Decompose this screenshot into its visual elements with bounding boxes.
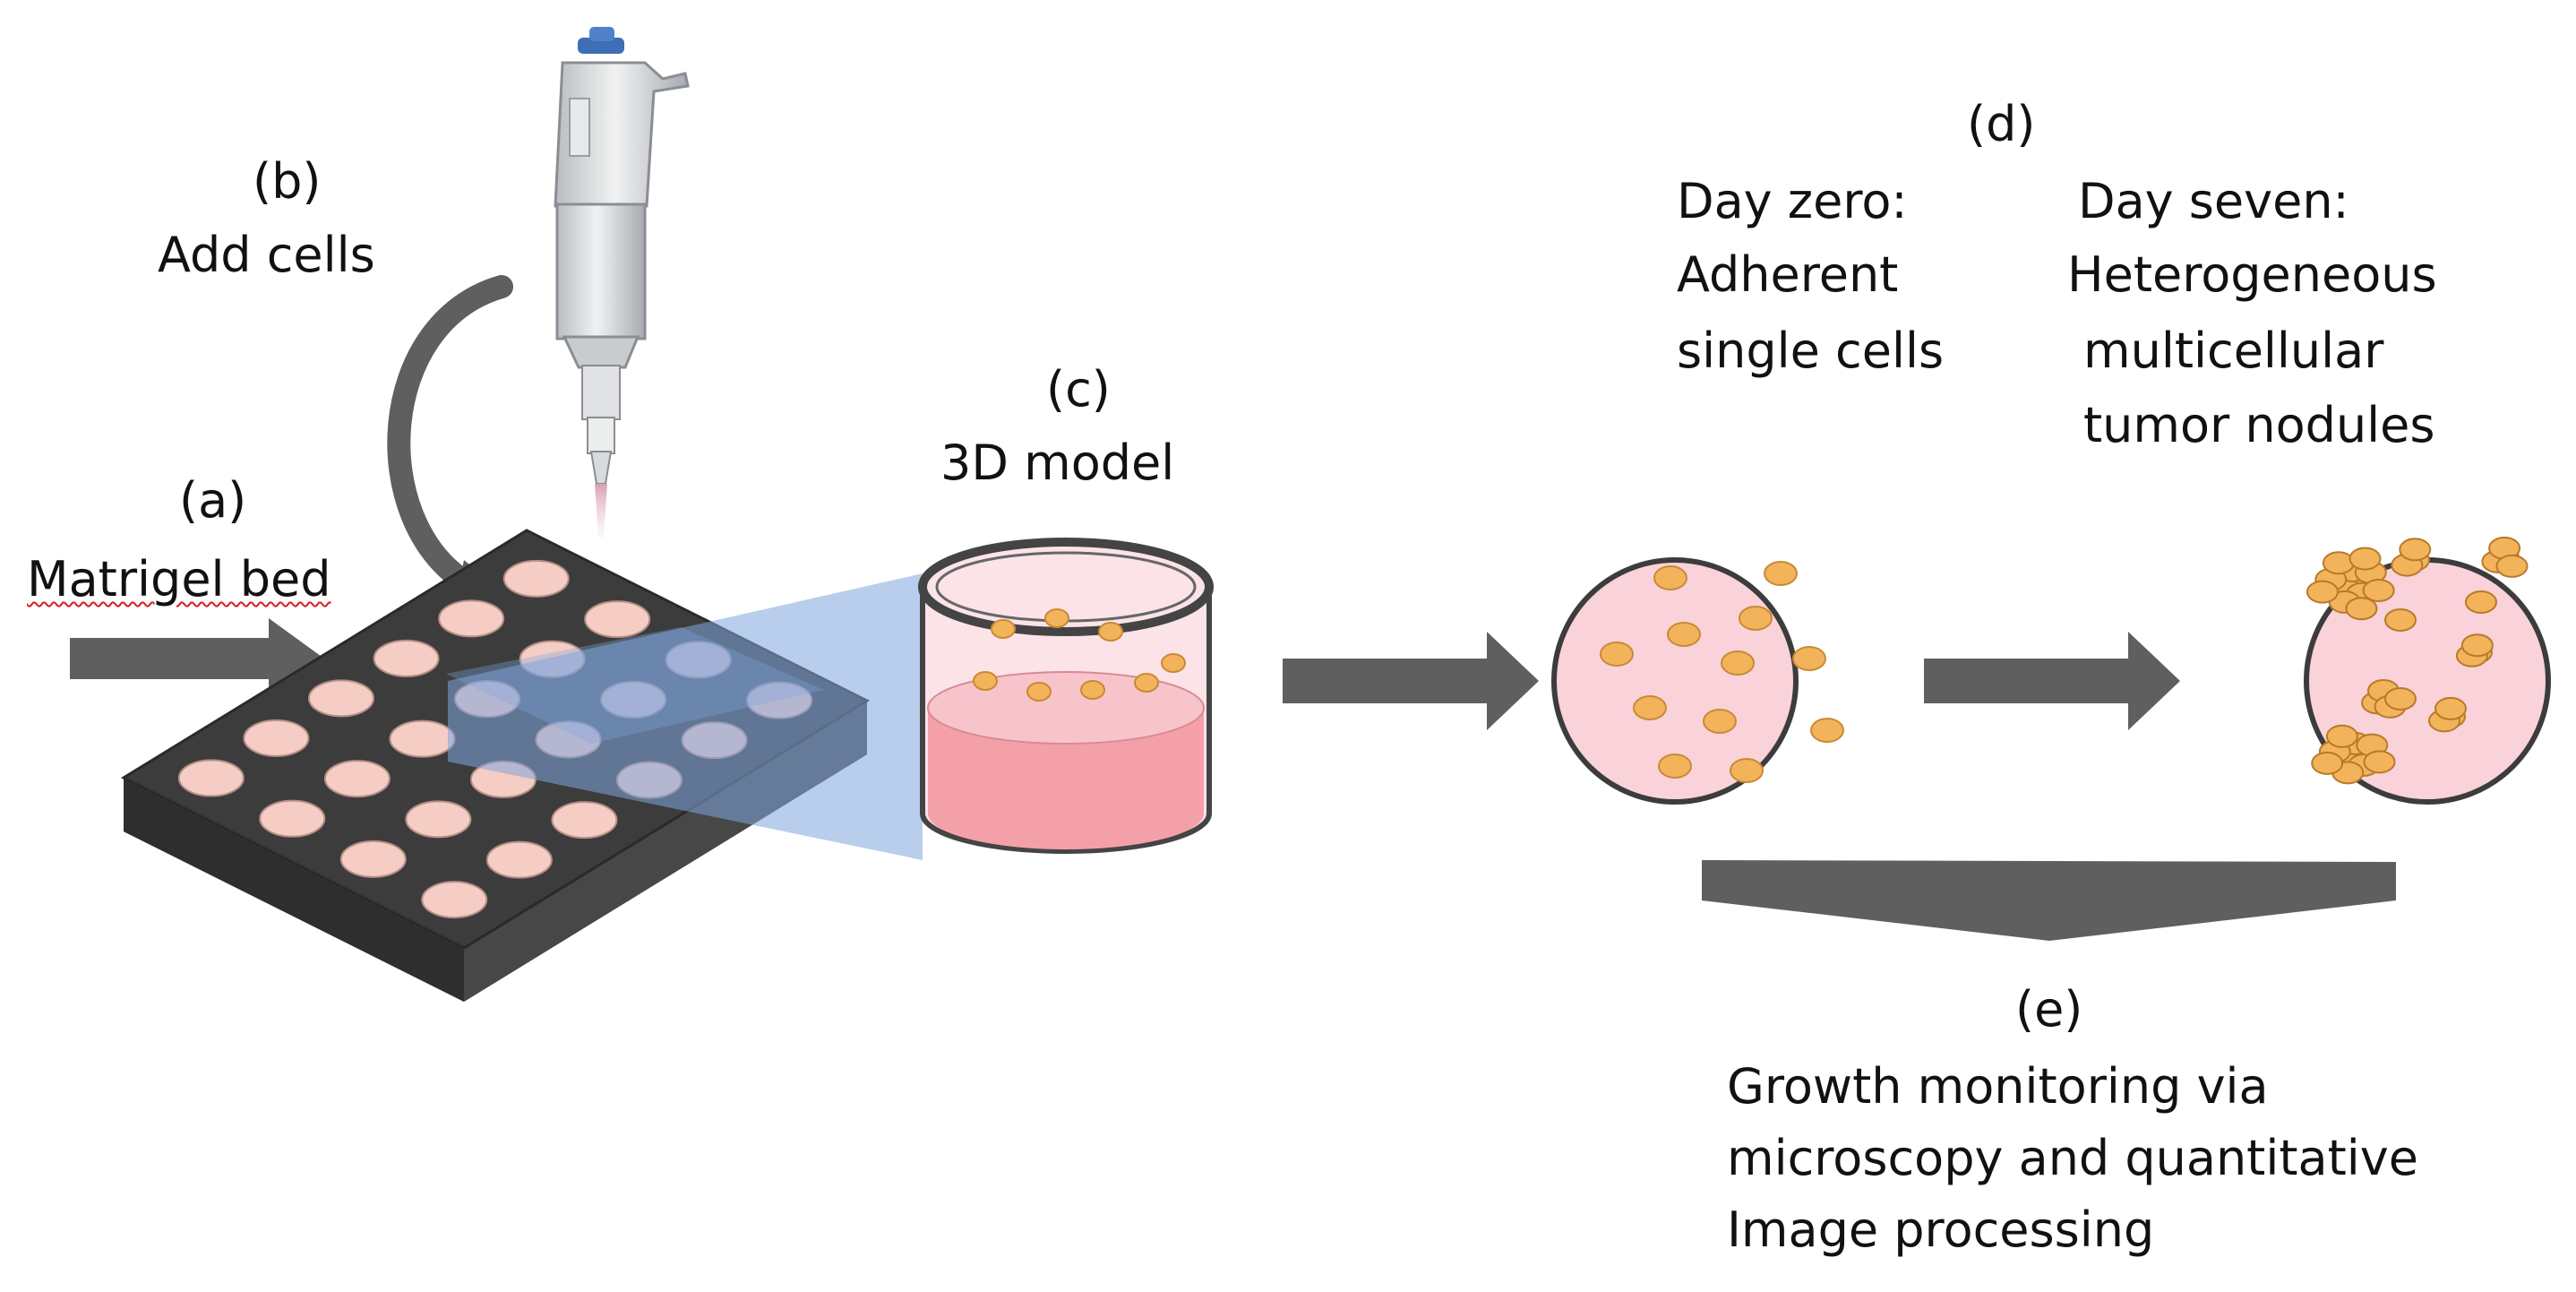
label-b-text: Add cells: [158, 227, 375, 283]
nodule-cell: [2311, 751, 2344, 775]
cell: [1080, 680, 1105, 700]
label-e-line2: microscopy and quantitative: [1727, 1130, 2418, 1186]
label-d-tag: (d): [1967, 96, 2036, 152]
zoom-projection: [448, 573, 923, 860]
cell: [1044, 608, 1069, 628]
process-arrow-1: [1283, 632, 1539, 730]
day-zero-line3: single cells: [1677, 323, 1945, 379]
label-b-tag: (b): [253, 153, 322, 210]
petri-dish-icon: [2304, 536, 2551, 805]
nodule-cell: [2325, 724, 2358, 748]
cell: [1600, 642, 1634, 667]
cell: [1667, 622, 1701, 647]
cell: [1633, 695, 1667, 720]
cell: [991, 619, 1016, 639]
plate-well: [177, 759, 245, 797]
plate-well: [485, 840, 553, 879]
plate-well: [421, 881, 488, 919]
label-c-tag: (c): [1046, 361, 1111, 418]
petri-dish-icon: [1551, 557, 1844, 805]
nodule-cell: [2460, 633, 2494, 658]
plate-well: [389, 719, 456, 758]
label-e-line3: Image processing: [1727, 1202, 2155, 1258]
label-e-line1: Growth monitoring via: [1727, 1058, 2269, 1115]
cell: [1653, 565, 1687, 590]
label-a-text: Matrigel bed: [27, 551, 331, 607]
pipette-icon: [554, 27, 690, 538]
nodule-cell: [2306, 580, 2339, 604]
cell: [973, 671, 998, 691]
cell: [1098, 622, 1123, 642]
nodule-cell: [2363, 750, 2396, 774]
nodule-cell: [2399, 538, 2432, 562]
nodule-cell: [2345, 597, 2378, 621]
single-cells: [1600, 561, 1844, 783]
nodule-cell: [2384, 687, 2417, 711]
plate-well: [307, 679, 374, 718]
nodule-cell: [2362, 578, 2395, 602]
day-zero-line2: Adherent: [1677, 246, 1899, 303]
label-e-tag: (e): [2015, 981, 2083, 1038]
day-zero-line1: Day zero:: [1677, 173, 1908, 229]
plate-well: [502, 559, 570, 598]
plate-well: [339, 840, 407, 878]
cell: [1730, 758, 1764, 783]
plate-well: [373, 639, 440, 677]
cell: [1810, 718, 1844, 743]
cell: [1134, 673, 1159, 693]
cell: [1161, 653, 1186, 673]
plate-well: [323, 760, 391, 798]
plate-well: [259, 799, 326, 838]
plate-well: [243, 719, 310, 757]
nodule-cell: [2322, 551, 2355, 575]
bracket-e: [1702, 860, 2396, 941]
matrigel-arrow: [70, 618, 324, 699]
nodule-cell: [2384, 608, 2417, 632]
plate-well: [584, 600, 651, 639]
day-seven-line4: tumor nodules: [2083, 397, 2435, 453]
plate-well: [551, 801, 618, 840]
cell: [1764, 561, 1798, 586]
cell: [1792, 646, 1826, 671]
cell: [1721, 650, 1755, 676]
nodule-cell: [2434, 696, 2468, 720]
nodule-cell: [2495, 554, 2529, 578]
tumor-nodules: [2306, 536, 2529, 785]
cell: [1026, 682, 1052, 702]
plate-well: [405, 800, 472, 839]
culture-well-cells: [973, 608, 1186, 702]
cell: [1739, 606, 1773, 631]
label-a-tag: (a): [179, 472, 247, 529]
nodule-cell: [2348, 547, 2382, 571]
highlighted-wells: [446, 627, 824, 744]
culture-well-icon: [918, 538, 1214, 854]
day-seven-line3: multicellular: [2083, 323, 2384, 379]
process-arrow-2: [1924, 632, 2180, 730]
cell: [1703, 709, 1737, 734]
day-seven-line2: Heterogeneous: [2067, 246, 2437, 303]
nodule-cell: [2465, 590, 2497, 614]
label-c-text: 3D model: [940, 435, 1175, 491]
cell: [1658, 754, 1692, 779]
day-seven-line1: Day seven:: [2078, 173, 2349, 229]
plate-well: [438, 599, 505, 638]
